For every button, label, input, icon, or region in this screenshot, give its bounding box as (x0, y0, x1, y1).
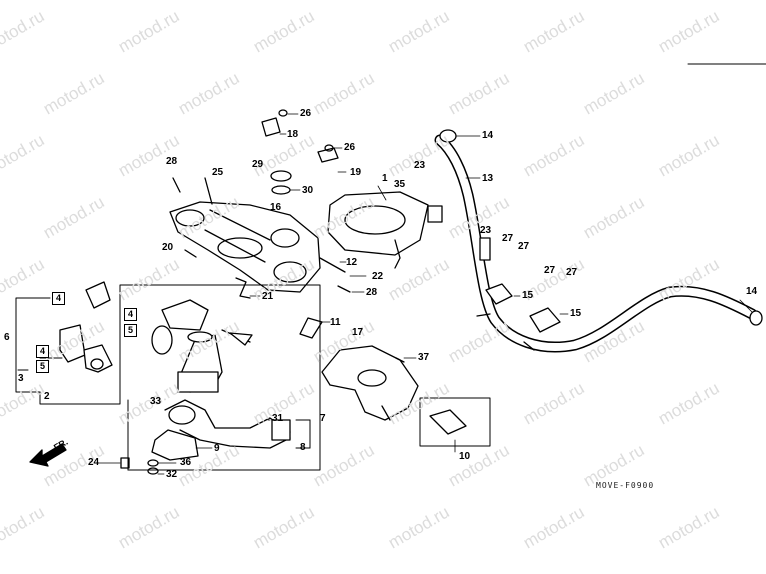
callout-label: 15 (570, 308, 582, 319)
callout-label: 12 (346, 257, 358, 268)
callout-label: 37 (418, 352, 430, 363)
callout-label: 6 (4, 332, 10, 343)
callout-label: 36 (180, 457, 192, 468)
callout-label: 18 (287, 129, 299, 140)
meter-housing-part (327, 191, 443, 269)
callout-label: 29 (252, 159, 264, 170)
boxed-label: 5 (36, 360, 49, 373)
callout-label: 28 (166, 156, 178, 167)
callout-label: 35 (394, 179, 406, 190)
callout-label: 1 (382, 173, 388, 184)
callout-label: 3 (18, 373, 24, 384)
fr-arrow-icon (29, 443, 67, 467)
callout-label: 28 (366, 287, 378, 298)
fasteners (120, 109, 561, 475)
callout-label: 20 (162, 242, 174, 253)
callout-label: 9 (214, 443, 220, 454)
callout-label: 30 (302, 185, 314, 196)
boxed-label: 4 (52, 292, 65, 305)
callout-label: 23 (480, 225, 492, 236)
wire-harness-part (151, 399, 291, 461)
callout-label: 15 (522, 290, 534, 301)
callout-label: 11 (330, 317, 341, 328)
callout-label: 25 (212, 167, 224, 178)
callout-label: 2 (44, 391, 50, 402)
lock-set-part (59, 281, 209, 373)
top-bridge-part (169, 201, 321, 293)
callout-label: 33 (150, 396, 162, 407)
callout-label: 22 (372, 271, 384, 282)
callout-label: 7 (320, 413, 326, 424)
callout-label: 27 (502, 233, 514, 244)
callout-label: 27 (566, 267, 578, 278)
diagram-code: MOVE-F0900 (596, 481, 655, 490)
group-brackets (15, 284, 491, 471)
leader-lines (97, 113, 753, 475)
callout-label: 23 (414, 160, 426, 171)
callout-label: 21 (262, 291, 274, 302)
callout-label: 24 (88, 457, 100, 468)
callout-label: 17 (352, 327, 364, 338)
callout-label: 14 (482, 130, 494, 141)
boxed-label: 4 (124, 308, 137, 321)
callout-label: 13 (482, 173, 494, 184)
callout-label: 14 (746, 286, 758, 297)
callout-label: 32 (166, 469, 178, 480)
callout-label: 31 (272, 413, 284, 424)
boxed-label: 4 (36, 345, 49, 358)
callout-label: 26 (344, 142, 356, 153)
callout-label: 27 (518, 241, 530, 252)
ignition-switch-part (177, 329, 253, 393)
callout-label: 27 (544, 265, 556, 276)
callout-label: 16 (270, 202, 282, 213)
boxed-label: 5 (124, 324, 137, 337)
callout-label: 19 (350, 167, 362, 178)
callout-label: 8 (300, 442, 306, 453)
callout-label: 10 (459, 451, 471, 462)
holder-part (321, 345, 419, 421)
callout-label: 26 (300, 108, 312, 119)
